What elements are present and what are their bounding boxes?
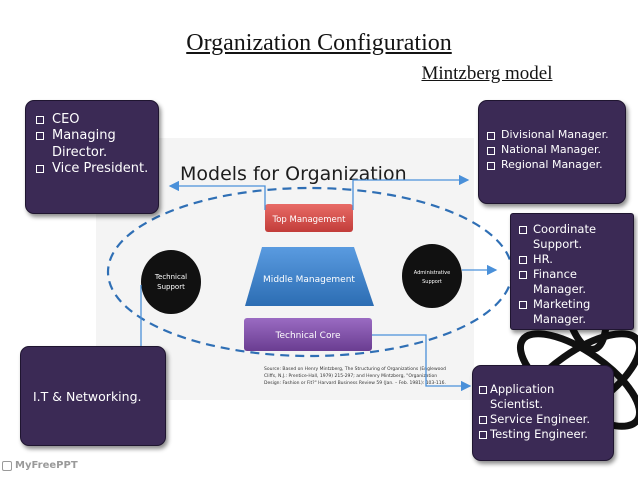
list-item: National Manager. <box>485 143 619 158</box>
technical-core-block <box>244 318 372 351</box>
technical-support-box: I.T & Networking. <box>20 346 166 446</box>
list-item: Service Engineer. <box>479 412 609 427</box>
list-item: Divisional Manager. <box>485 128 619 143</box>
executive-roles-box: CEO Managing Director. Vice President. <box>25 100 159 214</box>
watermark: MyFreePPT <box>2 460 78 471</box>
connector-core <box>372 334 472 392</box>
source-note-line-1: Source: Based on Henry Mintzberg, The St… <box>264 366 446 372</box>
administrative-roles-box: Coordinate Support. HR. Finance Manager.… <box>510 213 634 330</box>
connector-top-right <box>352 174 470 210</box>
technical-core-roles-box: Application Scientist. Service Engineer.… <box>472 365 614 461</box>
technical-support-node <box>141 250 201 314</box>
watermark-text: MyFreePPT <box>15 460 78 471</box>
page-title: Organization Configuration <box>186 30 452 56</box>
administrative-support-node <box>402 244 462 308</box>
list-item: Finance Manager. <box>517 267 627 297</box>
list-item: Coordinate Support. <box>517 222 627 252</box>
connector-top-left <box>168 180 266 210</box>
middle-management-label: Middle Management <box>263 275 355 285</box>
source-note-line-3: Design: Fashion or Fit?" Harvard Busines… <box>264 380 446 386</box>
list-item: Regional Manager. <box>485 158 619 173</box>
administrative-support-label-2: Support <box>422 279 442 285</box>
figure-heading: Models for Organization <box>180 163 407 185</box>
watermark-logo-icon <box>2 460 12 471</box>
technical-support-label-2: Support <box>157 283 185 291</box>
list-item: Testing Engineer. <box>479 427 609 442</box>
list-item: HR. <box>517 252 627 267</box>
middle-management-block <box>245 247 374 306</box>
technical-support-label: Technical <box>154 273 187 281</box>
list-item: Application Scientist. <box>479 382 609 412</box>
list-item: Vice President. <box>34 161 150 177</box>
technical-core-label: Technical Core <box>274 331 340 341</box>
list-item: Marketing Manager. <box>517 297 627 327</box>
top-management-label: Top Management <box>271 215 346 225</box>
administrative-support-label: Administrative <box>414 270 450 276</box>
source-note-line-2: Cliffs, N.J.: Prentice-Hall, 1979) 215-2… <box>264 373 437 379</box>
page-subtitle: Mintzberg model <box>421 63 553 84</box>
list-item: CEO <box>34 112 150 128</box>
connector-arrows <box>135 174 498 392</box>
list-item: Managing Director. <box>34 128 150 161</box>
technical-support-text: I.T & Networking. <box>33 388 142 404</box>
top-management-block <box>265 204 353 232</box>
divisional-roles-box: Divisional Manager. National Manager. Re… <box>478 100 626 204</box>
